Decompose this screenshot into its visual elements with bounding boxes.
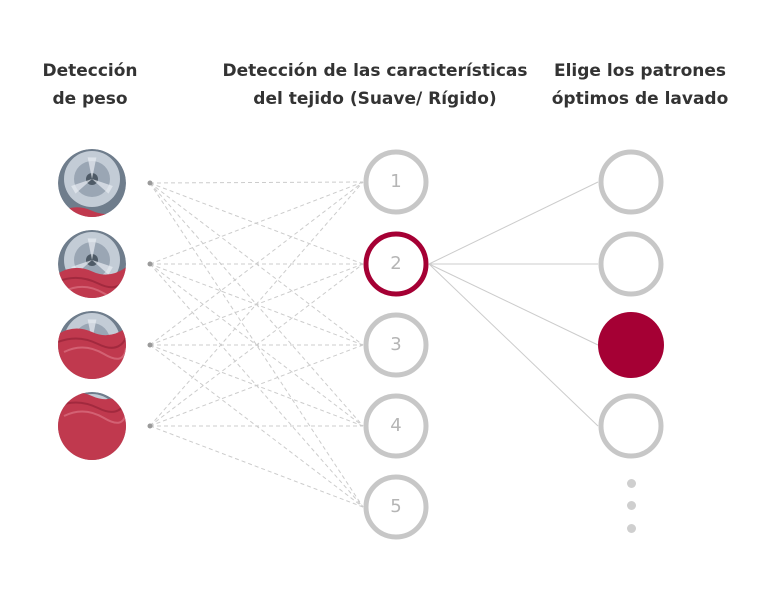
washer-drum-image bbox=[58, 311, 126, 379]
weight-output-point bbox=[147, 180, 153, 186]
washer-drum-image bbox=[58, 149, 126, 217]
washer-drum-image bbox=[58, 392, 126, 460]
pattern-node bbox=[598, 149, 664, 215]
pattern-node-selected bbox=[598, 312, 664, 378]
weight-output-point bbox=[147, 261, 153, 267]
weight-output-point bbox=[147, 342, 153, 348]
header-fabric-line2: del tejido (Suave/ Rígido) bbox=[253, 89, 497, 109]
pattern-node bbox=[598, 231, 664, 297]
fabric-node-label: 4 bbox=[390, 415, 402, 436]
header-fabric-detection: Detección de las características del tej… bbox=[215, 57, 535, 113]
pattern-connection-line bbox=[428, 263, 599, 346]
header-fabric-line1: Detección de las características bbox=[222, 61, 528, 81]
ellipsis-dot bbox=[626, 523, 636, 533]
fabric-node bbox=[363, 393, 429, 459]
washer-drum-image bbox=[58, 230, 126, 298]
fabric-node-label: 5 bbox=[390, 496, 402, 517]
ellipsis-dot bbox=[626, 500, 636, 510]
header-weight-line1: Detección bbox=[42, 61, 138, 81]
pattern-node bbox=[598, 393, 664, 459]
pattern-connection-line bbox=[428, 181, 599, 265]
header-patterns-line2: óptimos de lavado bbox=[551, 89, 729, 109]
fabric-node bbox=[363, 312, 429, 378]
fabric-node-label: 1 bbox=[390, 171, 402, 192]
fabric-node-selected bbox=[363, 231, 429, 297]
fabric-node bbox=[363, 474, 429, 540]
fabric-node-label: 3 bbox=[390, 334, 402, 355]
header-patterns-line1: Elige los patrones bbox=[553, 61, 726, 81]
header-wash-patterns: Elige los patrones óptimos de lavado bbox=[545, 57, 735, 113]
weight-output-point bbox=[147, 423, 153, 429]
header-weight-line2: de peso bbox=[52, 89, 128, 109]
ellipsis-dot bbox=[626, 478, 636, 488]
header-weight-detection: Detección de peso bbox=[20, 57, 160, 113]
fabric-node bbox=[363, 149, 429, 215]
pattern-connection-line bbox=[428, 263, 599, 427]
fabric-node-label: 2 bbox=[390, 253, 402, 274]
